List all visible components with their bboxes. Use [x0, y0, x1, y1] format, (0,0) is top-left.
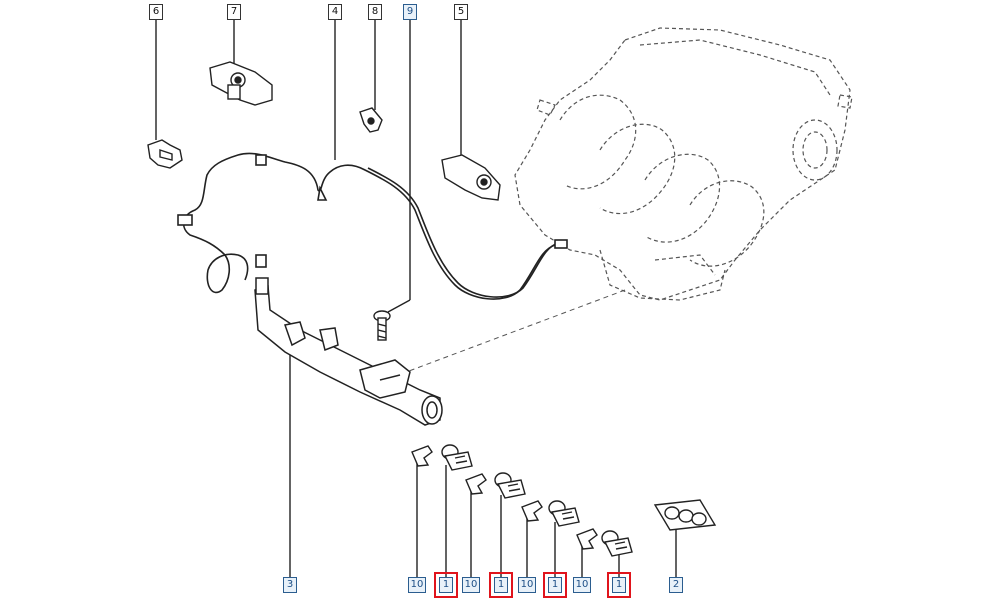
callout-2[interactable]: 2 [669, 577, 683, 593]
callout-5[interactable]: 5 [454, 4, 468, 20]
callout-3[interactable]: 3 [283, 577, 297, 593]
callout-1b[interactable]: 1 [489, 572, 513, 598]
callout-7[interactable]: 7 [227, 4, 241, 20]
wiring-harness [177, 152, 568, 300]
callout-1d[interactable]: 1 [607, 572, 631, 598]
fuel-rail [254, 277, 443, 426]
clip-part [147, 139, 183, 169]
callout-6[interactable]: 6 [149, 4, 163, 20]
callout-10b[interactable]: 10 [462, 577, 480, 593]
callout-10c[interactable]: 10 [518, 577, 536, 593]
fuel-injectors [441, 444, 633, 557]
pressure-sensor [441, 154, 501, 201]
intake-manifold-outline [514, 27, 853, 301]
callout-4[interactable]: 4 [328, 4, 342, 20]
callout-10d[interactable]: 10 [573, 577, 591, 593]
callout-1a[interactable]: 1 [434, 572, 458, 598]
mounting-bolt [373, 310, 391, 341]
dashed-leader [384, 289, 626, 381]
leader-lines [155, 20, 677, 578]
callout-1c[interactable]: 1 [543, 572, 567, 598]
fastener-clip [359, 107, 383, 133]
seal-kit [653, 499, 717, 531]
callout-10a[interactable]: 10 [408, 577, 426, 593]
callout-9[interactable]: 9 [403, 4, 417, 20]
retaining-clips [411, 445, 598, 550]
camshaft-sensor [209, 61, 273, 106]
callout-8[interactable]: 8 [368, 4, 382, 20]
